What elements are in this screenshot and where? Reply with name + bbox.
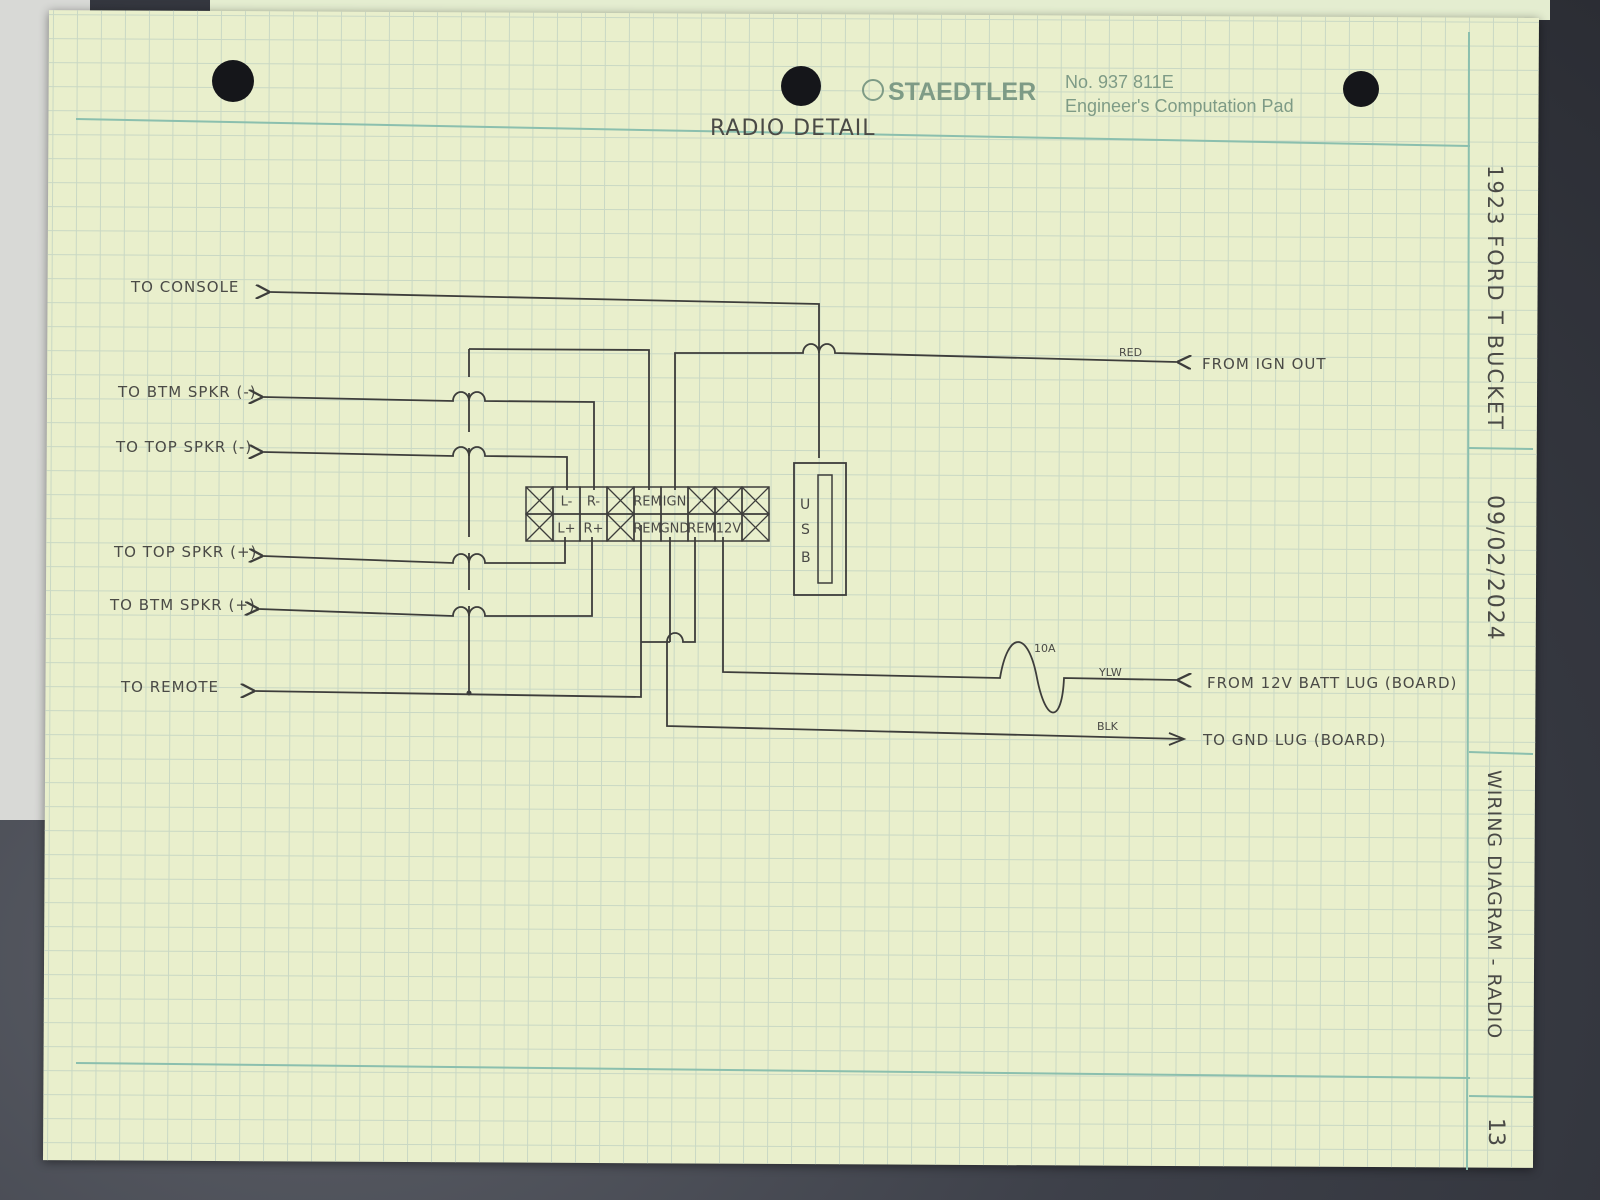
wire-top-spkr-pos: [263, 537, 566, 564]
connector-pin-label-bottom-5: GND: [660, 522, 690, 537]
wires: [255, 292, 1187, 746]
connector-pin-label-bottom-4: REM: [633, 522, 661, 537]
label-to-btm-spkr-pos: TO BTM SPKR (+): [109, 596, 256, 614]
label-from-ign-out: FROM IGN OUT: [1202, 355, 1327, 373]
connector-pin-label-top-5: IGN: [663, 495, 687, 510]
label-to-top-spkr-neg: TO TOP SPKR (-): [115, 438, 252, 456]
sheet-border: [75, 31, 1534, 1171]
connector-unused-pin-top-6: [687, 486, 716, 515]
pad-product-name: Engineer's Computation Pad: [1065, 96, 1294, 116]
usb-letter-u: U: [800, 497, 810, 513]
title-block-sheet-number: 13: [1483, 1118, 1508, 1146]
connector-unused-pin-bottom-3: [606, 513, 635, 542]
label-from-12v-batt: FROM 12V BATT LUG (BOARD): [1207, 674, 1457, 692]
fuse-label: 10A: [1034, 642, 1056, 655]
wire-rem-loop: [641, 537, 696, 643]
diagram-title: RADIO DETAIL: [710, 116, 876, 141]
wire-color-ylw: YLW: [1098, 666, 1122, 679]
connector-pin-label-bottom-1: L+: [557, 522, 575, 537]
connector-unused-pin-top-7: [714, 486, 743, 515]
connector-pin-label-top-4: REM: [633, 495, 661, 510]
wire-btm-spkr-neg: [263, 392, 595, 490]
staedtler-logo-icon: [862, 79, 884, 101]
title-block-project: 1923 FORD T BUCKET: [1483, 165, 1507, 431]
label-to-gnd-lug: TO GND LUG (BOARD): [1202, 731, 1386, 749]
wire-gnd-blk: [666, 537, 1185, 740]
connector-unused-pin-top-0: [525, 486, 554, 515]
pad-product-number: No. 937 811E: [1065, 72, 1174, 92]
punch-hole-left: [212, 60, 254, 102]
connector-unused-pin-bottom-0: [525, 513, 554, 542]
connector-pin-label-top-2: R-: [587, 495, 601, 510]
wire-color-red: RED: [1119, 346, 1142, 359]
connector-unused-pin-top-8: [741, 486, 770, 515]
wire-top-spkr-neg: [263, 447, 568, 490]
punch-hole-right: [1343, 71, 1379, 107]
connector-unused-pin-top-3: [606, 486, 635, 515]
label-to-console: TO CONSOLE: [130, 278, 239, 296]
wire-ign-red: [674, 343, 1177, 490]
connector-cell-bottom-8: [741, 513, 770, 542]
title-block-drawing: WIRING DIAGRAM - RADIO: [1483, 770, 1505, 1039]
wire-btm-spkr-pos: [259, 537, 593, 617]
pad-brand: STAEDTLER: [888, 78, 1036, 106]
connector-pin-label-top-1: L-: [561, 495, 573, 510]
usb-port: U S B: [793, 462, 847, 596]
usb-letter-b: B: [801, 550, 811, 566]
label-to-top-spkr-pos: TO TOP SPKR (+): [113, 543, 257, 561]
usb-letter-s: S: [801, 522, 810, 538]
wire-color-blk: BLK: [1097, 720, 1119, 733]
connector-pin-label-bottom-6: REM: [687, 522, 715, 537]
connector-unused-pin-bottom-8: [741, 513, 770, 542]
connector-pin-label-bottom-7: 12V: [716, 522, 742, 537]
arrow-gnd-out: [1168, 732, 1187, 746]
junction-dot: [466, 690, 472, 696]
pad-header: STAEDTLER No. 937 811E Engineer's Comput…: [862, 72, 1294, 116]
label-to-btm-spkr-neg: TO BTM SPKR (-): [117, 383, 257, 401]
wire-to-console: [270, 292, 820, 458]
label-to-remote: TO REMOTE: [120, 678, 219, 696]
connector-pin-label-bottom-2: R+: [584, 522, 604, 537]
wire-12v-ylw: [722, 537, 1177, 714]
punch-hole-middle: [781, 66, 821, 106]
title-block-date: 09/02/2024: [1482, 495, 1507, 642]
wire-remote-bus-top: [468, 348, 650, 490]
wire-to-remote: [255, 525, 642, 697]
